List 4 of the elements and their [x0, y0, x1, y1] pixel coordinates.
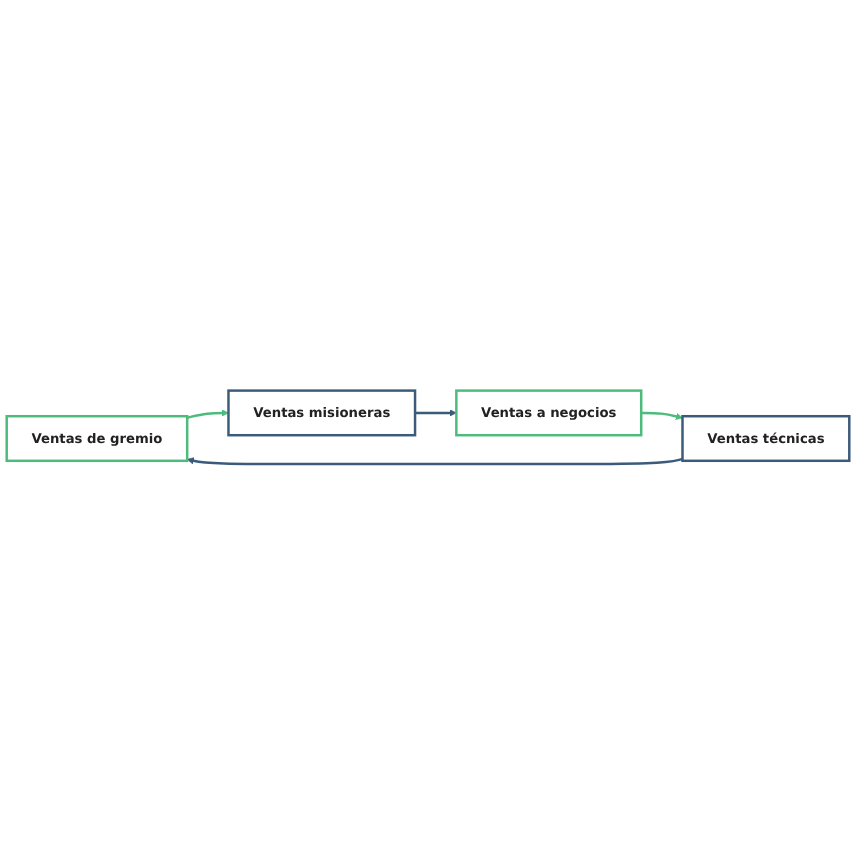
arrow: [186, 409, 229, 420]
arrow: [415, 409, 457, 418]
arrow: [186, 457, 683, 466]
arrow: [641, 412, 683, 421]
